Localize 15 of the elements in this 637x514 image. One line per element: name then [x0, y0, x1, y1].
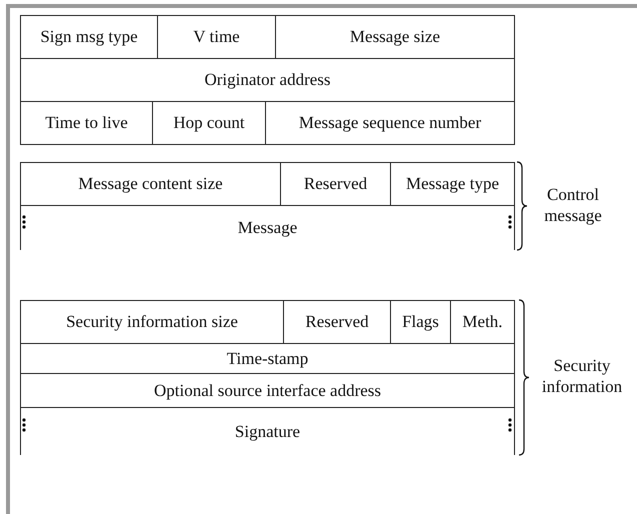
packet-field: Time-stamp — [20, 343, 515, 374]
packet-field: Security information size — [20, 300, 284, 344]
brace-label: Control message — [543, 184, 603, 226]
packet-field: Meth. — [450, 300, 515, 344]
packet-field: Message type — [390, 162, 515, 206]
brace-label: Security information — [540, 355, 624, 397]
packet-field: Sign msg type — [20, 15, 158, 59]
packet-field: Message content size — [20, 162, 281, 206]
packet-field: Optional source interface address — [20, 373, 515, 408]
packet-field: Message sequence number — [265, 101, 515, 145]
packet-field: Message — [20, 205, 515, 250]
packet-field: Originator address — [20, 58, 515, 102]
packet-field: Message size — [275, 15, 515, 59]
packet-field: Time to live — [20, 101, 153, 145]
packet-field: Signature — [20, 407, 515, 455]
